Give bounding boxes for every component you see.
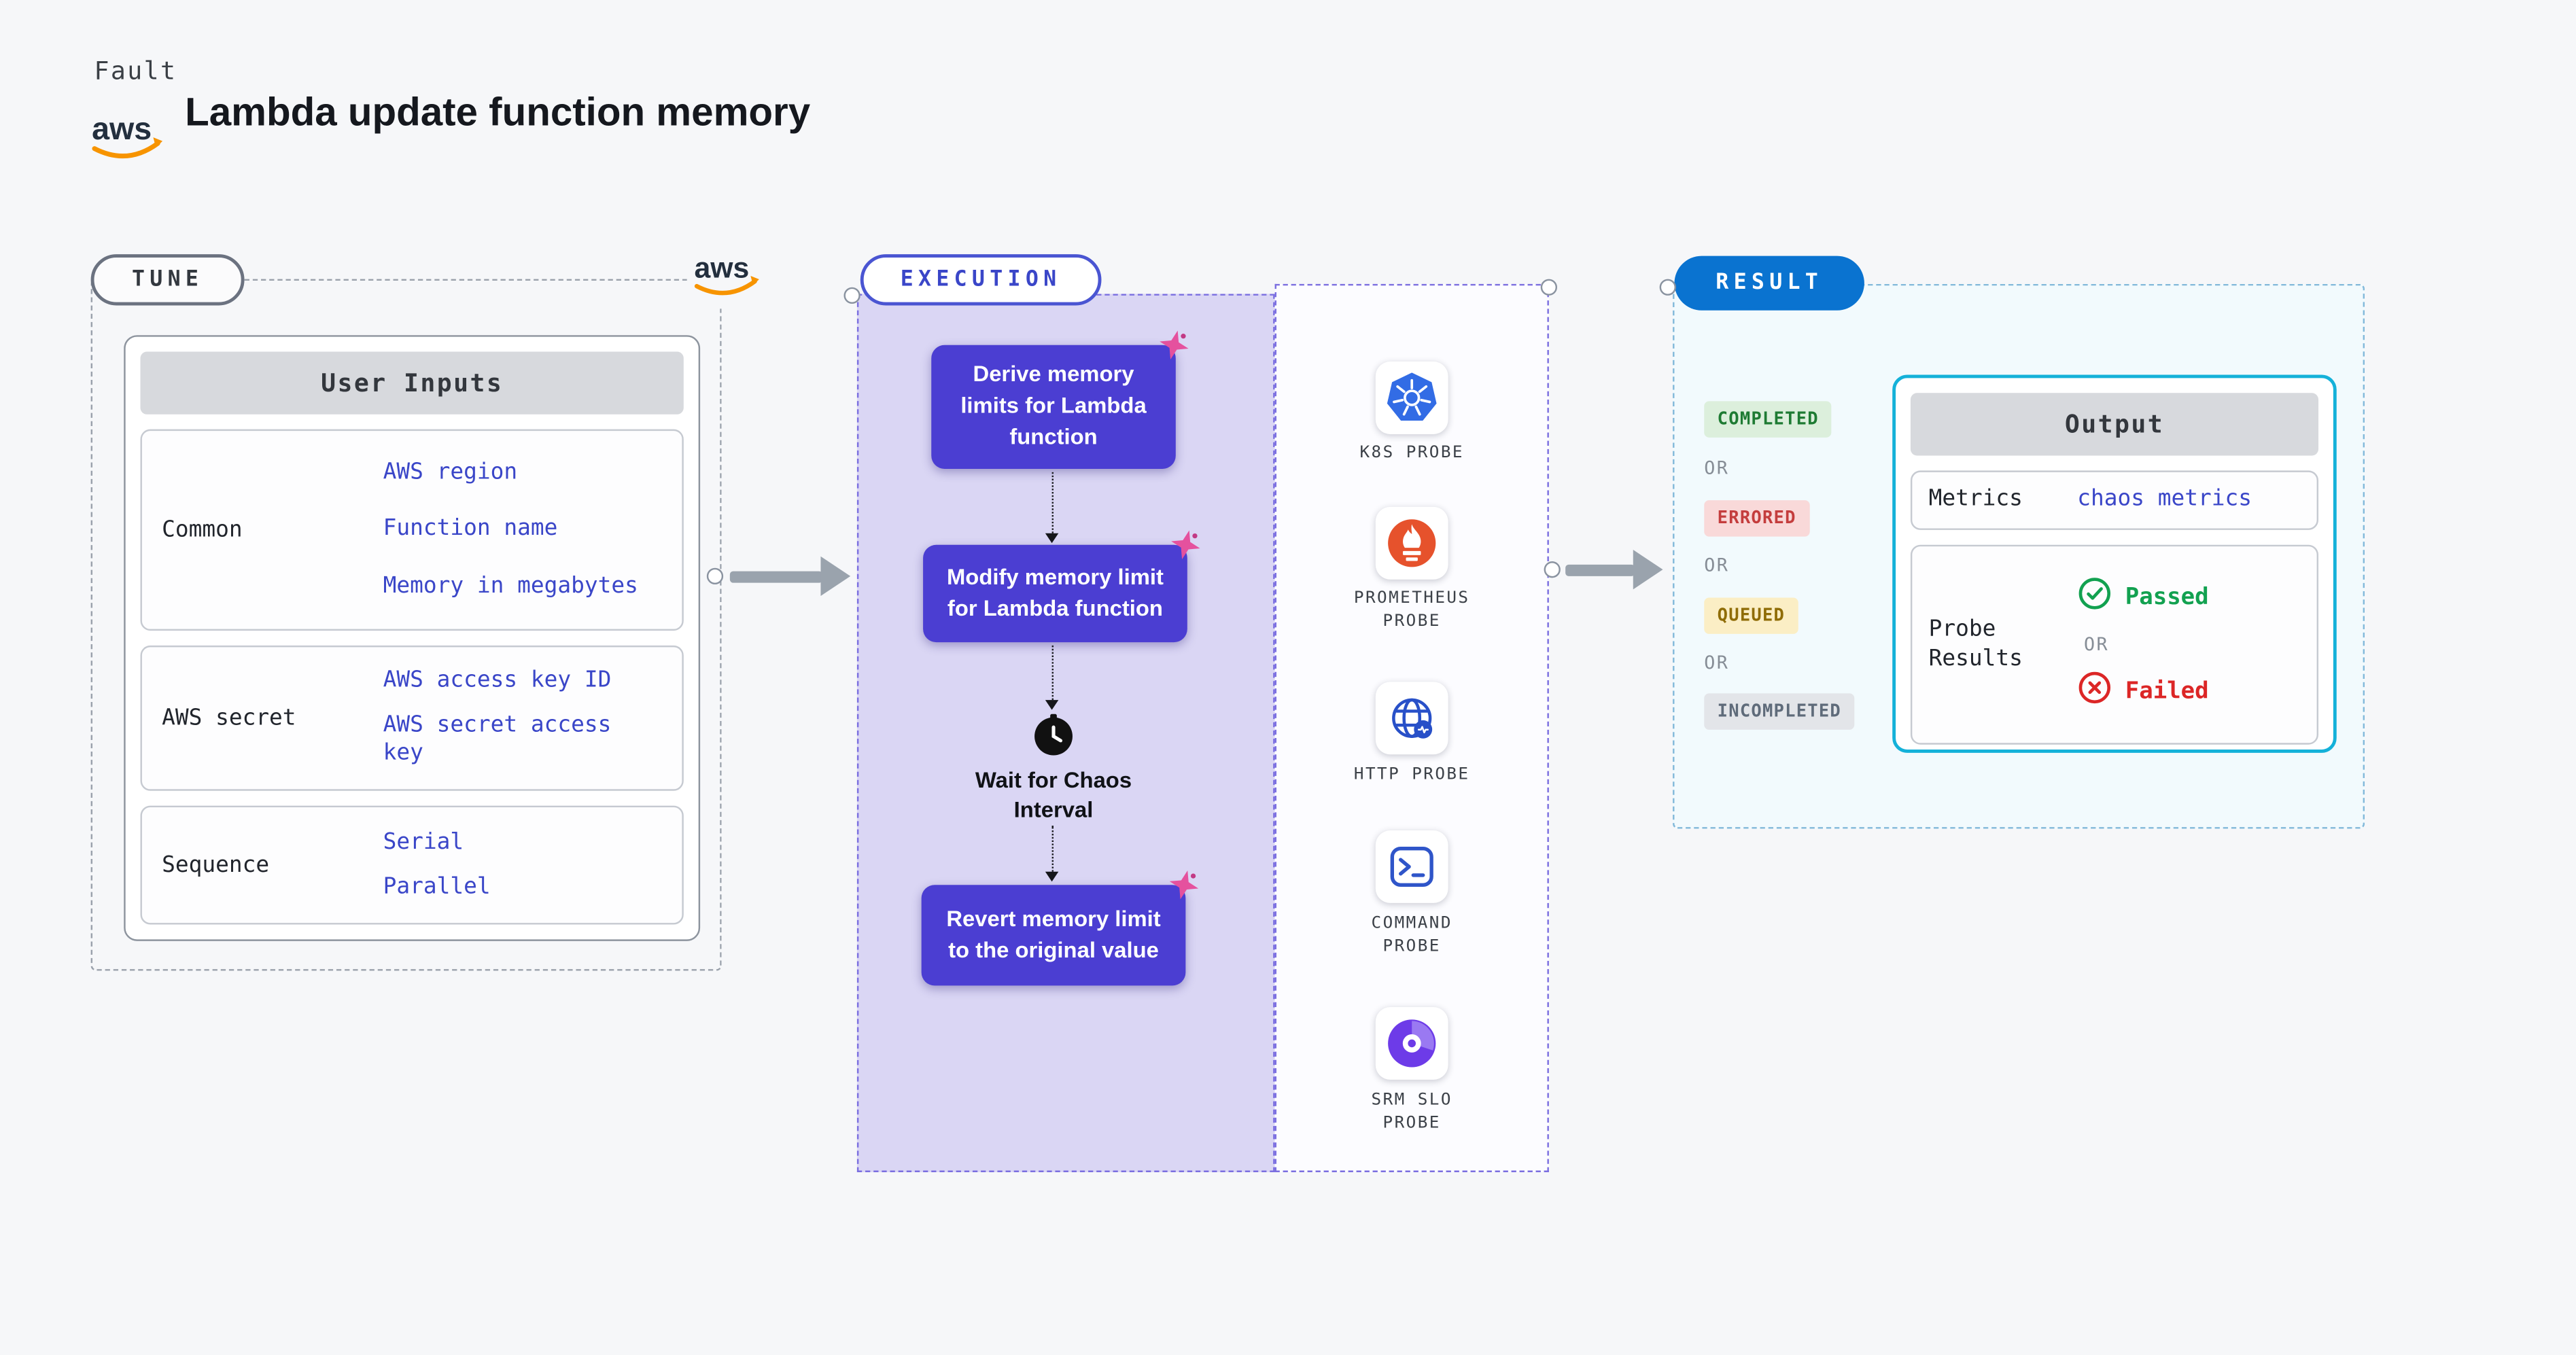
row-label: Common (162, 516, 243, 544)
dotted-connector-arrow (1045, 533, 1059, 544)
step-modify-memory-limit: Modify memory limit for Lambda function (923, 530, 1200, 643)
dotted-connector (1051, 825, 1054, 872)
user-inputs-table: User Inputs Common AWS region Function n… (124, 335, 701, 941)
input-value: Function name (383, 515, 558, 542)
flow-arrow (729, 571, 822, 583)
row-values: AWS access key ID AWS secret access key (383, 647, 682, 789)
chaos-metrics-link: chaos metrics (2077, 485, 2252, 512)
connector-dot (843, 287, 860, 304)
aws-logo: aws (89, 103, 169, 169)
failed-line: Failed (2077, 670, 2209, 713)
user-inputs-row-sequence: Sequence Serial Parallel (140, 805, 684, 925)
tune-section-border (90, 279, 722, 971)
chaos-spark-icon (1168, 868, 1201, 902)
flow-arrow-head (1633, 550, 1663, 590)
step-label: Modify memory limit for Lambda function (946, 563, 1164, 620)
x-circle-icon (2077, 670, 2112, 713)
output-row-probe-results: Probe Results Passed OR (1910, 544, 2319, 745)
dotted-connector (1051, 645, 1054, 701)
status-badge-completed: COMPLETED (1704, 401, 1832, 438)
terminal-icon (1375, 830, 1448, 903)
passed-line: Passed (2077, 576, 2209, 619)
or-separator: OR (1704, 457, 1730, 479)
connector-dot (706, 567, 724, 585)
prometheus-icon (1375, 506, 1448, 580)
user-inputs-row-common: Common AWS region Function name Memory i… (140, 429, 684, 631)
failed-label: Failed (2125, 678, 2209, 705)
or-separator: OR (1704, 555, 1730, 576)
row-values: Serial Parallel (383, 807, 682, 923)
row-values: AWS region Function name Memory in megab… (383, 431, 682, 629)
step-revert-memory-limit: Revert memory limit to the original valu… (921, 870, 1199, 986)
input-value: AWS access key ID (383, 667, 612, 694)
user-inputs-row-aws-secret: AWS secret AWS access key ID AWS secret … (140, 645, 684, 791)
input-value: Memory in megabytes (383, 572, 638, 599)
or-separator: OR (1704, 652, 1730, 674)
chaos-spark-icon (1158, 328, 1191, 362)
srm-slo-icon (1375, 1006, 1448, 1080)
probe-label: PROMETHEUS PROBE (1353, 589, 1470, 630)
input-value: Parallel (383, 873, 491, 900)
execution-badge: EXECUTION (860, 254, 1102, 306)
probe-label: COMMAND PROBE (1371, 914, 1452, 955)
chaos-spark-icon (1169, 528, 1202, 561)
row-label: Probe Results (1928, 616, 2023, 671)
status-badge-incompleted: INCOMPLETED (1704, 693, 1855, 730)
probe-label: K8S PROBE (1359, 444, 1464, 463)
user-inputs-header: User Inputs (140, 351, 684, 415)
flow-arrow (1565, 564, 1635, 576)
dotted-connector-arrow (1045, 871, 1059, 882)
passed-label: Passed (2125, 584, 2209, 611)
svg-text:aws: aws (92, 111, 152, 146)
result-badge: RESULT (1674, 256, 1864, 311)
output-table: Output Metrics chaos metrics Probe Resul… (1892, 374, 2337, 753)
output-row-metrics: Metrics chaos metrics (1910, 470, 2319, 530)
step-label: Derive memory limits for Lambda function (960, 362, 1147, 449)
input-value: AWS secret access key (383, 711, 612, 767)
input-value: AWS region (383, 458, 518, 485)
fault-kicker: Fault (94, 56, 177, 86)
dotted-connector (1051, 472, 1054, 533)
flow-arrow-head (820, 556, 851, 597)
input-value: Serial (383, 828, 464, 855)
row-label: Metrics (1928, 485, 2023, 512)
clock-icon (1030, 711, 1077, 758)
check-circle-icon (2077, 576, 2112, 619)
step-label: Revert memory limit to the original valu… (946, 905, 1161, 962)
or-separator: OR (2084, 633, 2110, 656)
probe-results-values: Passed OR Failed (2077, 546, 2209, 743)
probe-label: SRM SLO PROBE (1371, 1091, 1452, 1132)
row-label: AWS secret (162, 705, 296, 732)
aws-logo: aws (686, 243, 767, 309)
page-title: Lambda update function memory (185, 90, 811, 136)
status-badge-errored: ERRORED (1704, 500, 1810, 537)
connector-dot (1544, 561, 1561, 578)
dotted-connector-arrow (1045, 700, 1059, 710)
kubernetes-icon (1375, 362, 1448, 434)
step-derive-memory-limits: Derive memory limits for Lambda function (931, 330, 1189, 469)
row-label: Sequence (162, 851, 270, 879)
tune-badge: TUNE (90, 254, 245, 306)
probe-label: HTTP PROBE (1353, 766, 1470, 785)
wait-step-label: Wait for Chaos Interval (975, 767, 1132, 823)
connector-dot (1659, 279, 1676, 296)
output-header: Output (1910, 393, 2319, 456)
status-badge-queued: QUEUED (1704, 597, 1798, 634)
http-globe-icon (1375, 682, 1448, 755)
connector-dot (1540, 279, 1558, 296)
svg-text:aws: aws (695, 252, 750, 285)
